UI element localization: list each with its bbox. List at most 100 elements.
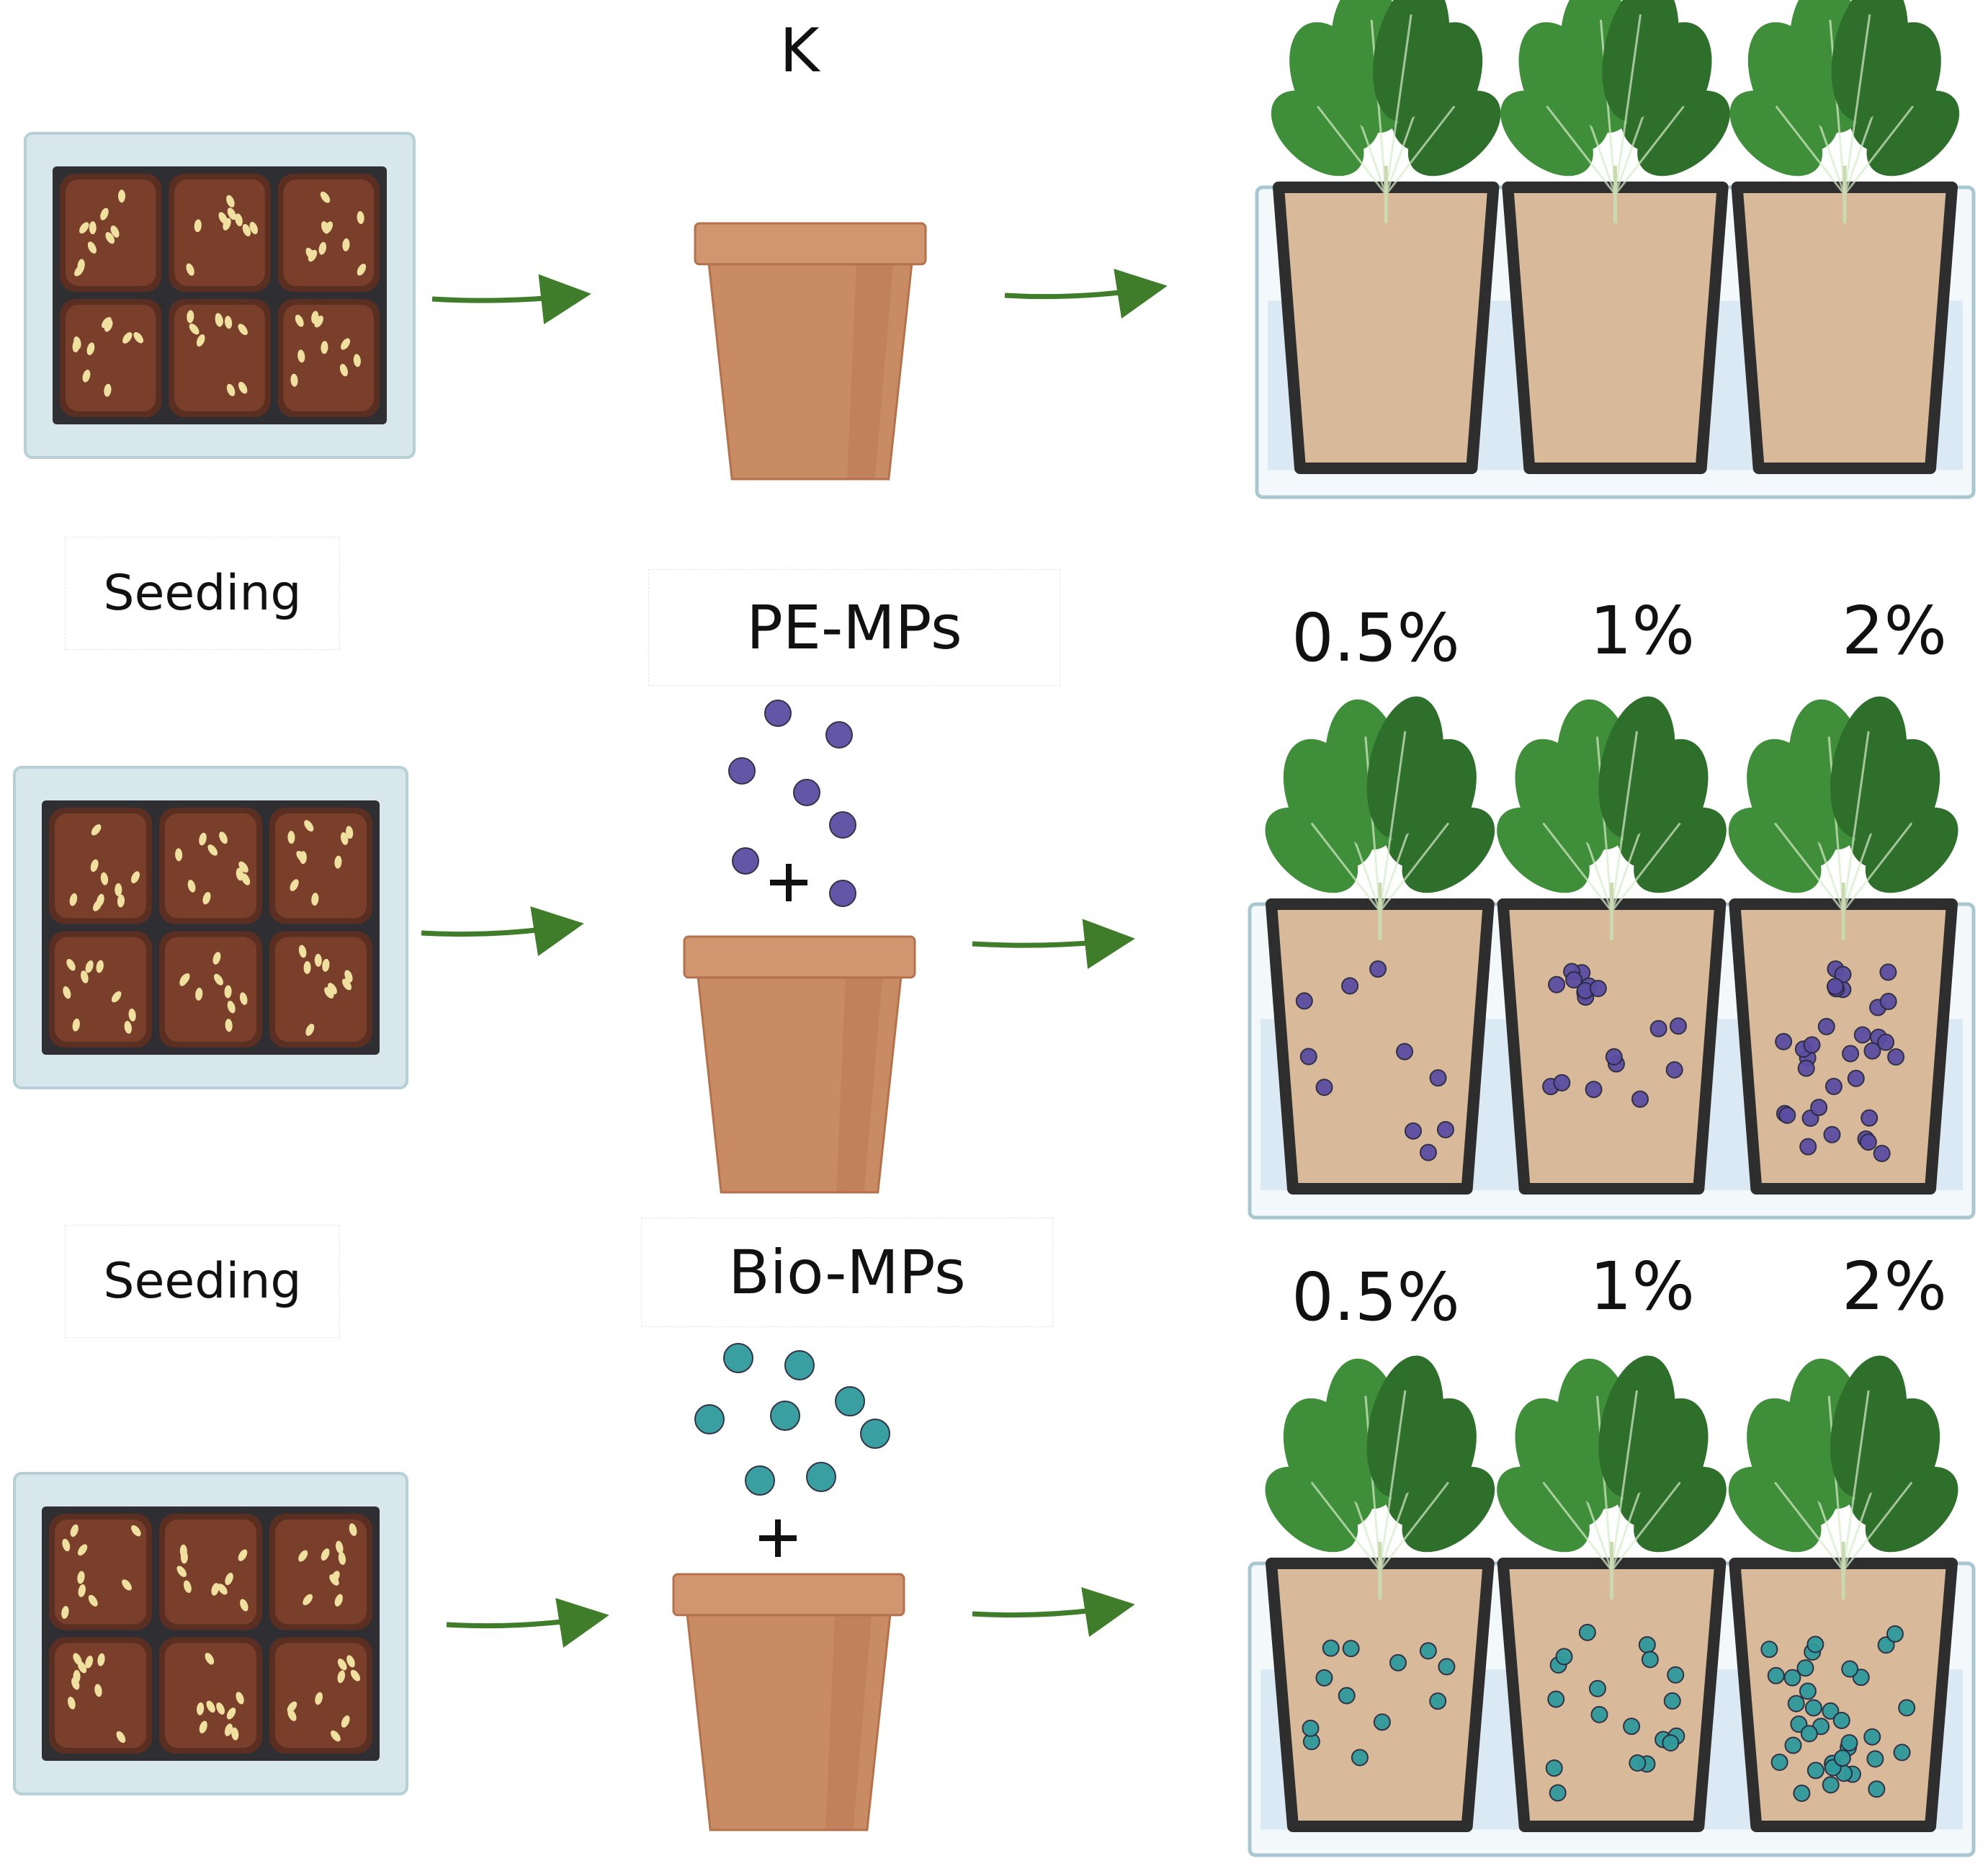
microplastic-particle-icon <box>1806 1762 1824 1780</box>
microplastic-particle-icon <box>1369 960 1387 978</box>
microplastic-particle-icon <box>1631 1090 1649 1108</box>
microplastic-particle-icon <box>1800 1725 1818 1743</box>
microplastic-particle-icon <box>1590 1705 1608 1723</box>
microplastic-particle-icon <box>1438 1658 1456 1676</box>
control-label: K <box>591 0 1008 101</box>
seed-tray-icon <box>24 132 416 459</box>
microplastic-particle-icon <box>1863 1728 1881 1746</box>
microplastic-particle-icon <box>1605 1048 1623 1066</box>
microplastic-particle-icon <box>1302 1719 1320 1737</box>
microplastic-particle-icon <box>1853 1026 1871 1044</box>
microplastic-particle-icon <box>1822 1702 1840 1720</box>
plant-icon <box>1728 696 1958 940</box>
microplastic-particle-icon <box>1419 1642 1437 1660</box>
microplastic-particle-icon <box>1669 1017 1687 1035</box>
microplastic-particle-icon <box>1338 1687 1356 1705</box>
microplastic-particle-icon <box>1389 1653 1407 1671</box>
bio-conc-label-2: 1% <box>1549 1232 1736 1340</box>
microplastic-particle-icon <box>1342 1640 1360 1658</box>
microplastic-particle-icon <box>1783 1669 1801 1687</box>
microplastic-particle-icon <box>1649 1019 1667 1037</box>
microplastic-particle-icon <box>1886 1625 1904 1643</box>
microplastic-particle-icon <box>1787 1695 1805 1713</box>
microplastic-particle-icon <box>1545 1759 1563 1777</box>
microplastic-particle-icon <box>1877 1636 1895 1654</box>
pot-icon <box>683 935 916 1194</box>
pe-mps-label: PE-MPs <box>648 569 1060 686</box>
microplastic-particle-icon <box>1877 1033 1895 1051</box>
microplastic-particle-icon <box>860 1419 890 1449</box>
plant-container <box>1248 1558 1976 1857</box>
microplastic-particle-icon <box>1549 1784 1567 1802</box>
microplastic-particle-icon <box>1436 1121 1454 1139</box>
microplastic-particle-icon <box>1861 1109 1879 1127</box>
plant-container <box>1255 182 1976 499</box>
microplastic-particle-icon <box>723 1343 753 1373</box>
microplastic-particle-icon <box>1767 1666 1785 1684</box>
microplastic-particle-icon <box>1810 1099 1828 1117</box>
microplastic-particle-icon <box>728 757 756 785</box>
pot-icon <box>672 1573 905 1831</box>
microplastic-particle-icon <box>1429 1692 1447 1710</box>
seeding-label-1: Seeding <box>65 537 340 650</box>
microplastic-particle-icon <box>1373 1713 1391 1731</box>
microplastic-particle-icon <box>764 700 792 727</box>
seed-tray-icon <box>13 766 408 1089</box>
microplastic-particle-icon <box>1396 1043 1414 1061</box>
microplastic-particle-icon <box>1662 1734 1680 1752</box>
microplastic-particle-icon <box>1629 1754 1647 1772</box>
pot-icon <box>694 222 927 481</box>
microplastic-particle-icon <box>1893 1744 1911 1762</box>
arrow-right-icon <box>1004 268 1168 319</box>
microplastic-particle-icon <box>1589 980 1607 998</box>
microplastic-particle-icon <box>1847 1069 1865 1087</box>
microplastic-particle-icon <box>1840 1733 1858 1751</box>
microplastic-particle-icon <box>1803 1036 1821 1054</box>
microplastic-particle-icon <box>1806 1635 1824 1653</box>
microplastic-particle-icon <box>1824 1078 1843 1096</box>
arrow-right-icon <box>972 919 1135 970</box>
microplastic-particle-icon <box>1826 978 1844 996</box>
bio-conc-label-3: 2% <box>1801 1232 1988 1340</box>
microplastic-particle-icon <box>784 1350 815 1380</box>
microplastic-particle-icon <box>1770 1754 1788 1772</box>
microplastic-particle-icon <box>1879 963 1897 981</box>
microplastic-particle-icon <box>1315 1669 1333 1687</box>
microplastic-particle-icon <box>1793 1785 1811 1803</box>
microplastic-particle-icon <box>1578 1623 1596 1641</box>
pe-conc-label-2: 1% <box>1549 576 1736 684</box>
microplastic-particle-icon <box>1775 1032 1793 1050</box>
plus-icon <box>759 1519 797 1557</box>
plant-icon <box>1728 1355 1958 1599</box>
microplastic-particle-icon <box>1887 1048 1905 1066</box>
microplastic-particle-icon <box>1898 1699 1916 1717</box>
microplastic-particle-icon <box>835 1386 865 1416</box>
microplastic-particle-icon <box>1404 1122 1422 1140</box>
microplastic-particle-icon <box>1553 1073 1571 1092</box>
microplastic-particle-icon <box>1555 1648 1573 1666</box>
arrow-right-icon <box>446 1597 609 1648</box>
microplastic-particle-icon <box>1833 1749 1851 1767</box>
microplastic-particle-icon <box>829 811 856 839</box>
microplastic-particle-icon <box>1665 1061 1683 1079</box>
microplastic-particle-icon <box>1638 1636 1656 1654</box>
microplastic-particle-icon <box>1778 1106 1796 1124</box>
microplastic-particle-icon <box>1797 1059 1815 1077</box>
microplastic-particle-icon <box>1842 1045 1860 1063</box>
microplastic-particle-icon <box>1588 1679 1606 1697</box>
microplastic-particle-icon <box>1823 1125 1841 1143</box>
seed-tray-icon <box>13 1472 408 1795</box>
microplastic-particle-icon <box>1868 1780 1886 1798</box>
plant-icon <box>1265 696 1495 940</box>
plus-icon <box>770 864 807 901</box>
microplastic-particle-icon <box>1429 1069 1447 1087</box>
microplastic-particle-icon <box>1663 1692 1681 1710</box>
microplastic-particle-icon <box>1841 1660 1859 1678</box>
microplastic-particle-icon <box>1565 971 1583 989</box>
microplastic-particle-icon <box>1315 1079 1333 1097</box>
pe-conc-label-1: 0.5% <box>1268 584 1484 692</box>
microplastic-particle-icon <box>1822 1776 1840 1794</box>
microplastic-particle-icon <box>1585 1081 1603 1099</box>
microplastic-particle-icon <box>1623 1718 1641 1736</box>
